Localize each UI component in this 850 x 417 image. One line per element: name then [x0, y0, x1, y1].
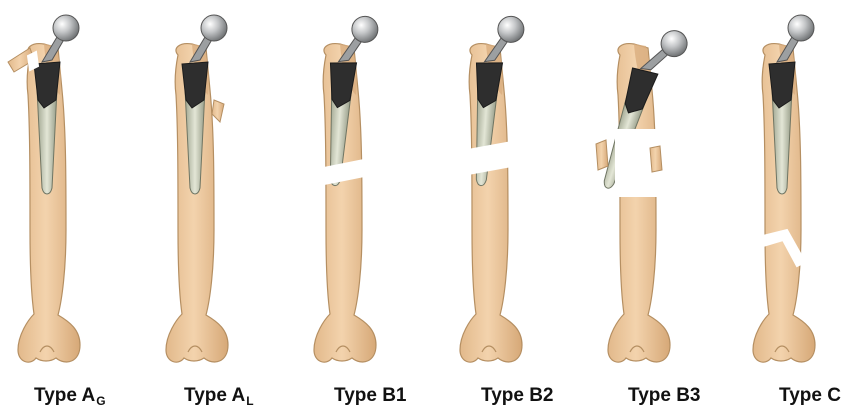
- ag-fracture-line: [26, 50, 40, 72]
- label-type-b3-main: Type B3: [628, 385, 701, 406]
- label-type-b1: Type B1: [334, 385, 407, 407]
- label-type-al: Type AL: [184, 385, 254, 408]
- b2-collar: [475, 62, 504, 109]
- label-type-ag-main: Type A: [34, 385, 96, 406]
- b3-fragment-left: [595, 139, 609, 171]
- label-type-ag-sub: G: [96, 394, 106, 408]
- panel-b3: [595, 30, 688, 363]
- al-femur-shaft: [165, 43, 229, 363]
- al-collar: [181, 61, 209, 109]
- b3-condyle-notch: [629, 345, 645, 353]
- label-type-al-sub: L: [246, 394, 254, 408]
- label-type-b3: Type B3: [628, 385, 701, 407]
- al-fragment: [211, 99, 225, 123]
- label-type-ag: Type AG: [34, 385, 106, 408]
- c-implant: [768, 14, 815, 195]
- c-fracture-line: [762, 228, 807, 268]
- label-type-al-main: Type A: [184, 385, 246, 406]
- ag-femur-shaft: [17, 43, 81, 363]
- c-condyle-notch: [774, 345, 790, 353]
- al-femoral-head: [200, 14, 228, 42]
- label-type-b2: Type B2: [481, 385, 554, 407]
- b1-condyle-notch: [335, 345, 351, 353]
- al-condyle-notch: [187, 345, 203, 353]
- c-femoral-head: [787, 14, 815, 42]
- b1-collar: [329, 62, 358, 109]
- label-type-c-main: Type C: [779, 385, 841, 406]
- b3-fracture-gap: [615, 129, 663, 197]
- panel-c: [752, 14, 816, 363]
- b2-fracture-gap: [467, 140, 513, 176]
- al-implant: [181, 14, 228, 195]
- b1-femoral-head: [351, 15, 379, 43]
- b3-collar: [624, 67, 659, 114]
- c-femur-shaft: [752, 43, 816, 363]
- ag-condyle-notch: [39, 345, 55, 353]
- c-collar: [768, 61, 796, 109]
- label-type-c: Type C: [779, 385, 841, 407]
- b1-fracture-gap: [323, 158, 365, 186]
- ag-collar: [33, 61, 61, 109]
- b3-fragment-right: [649, 145, 663, 173]
- panel-b2: [459, 15, 525, 363]
- panel-al: [165, 14, 229, 363]
- label-type-b1-main: Type B1: [334, 385, 407, 406]
- b3-femoral-head: [660, 30, 688, 58]
- ag-femoral-head: [52, 14, 80, 42]
- b2-femoral-head: [497, 15, 525, 43]
- panel-b1: [313, 15, 379, 363]
- ag-implant: [33, 14, 80, 195]
- label-type-b2-main: Type B2: [481, 385, 554, 406]
- panel-ag: [7, 14, 81, 363]
- b2-femur-shaft: [459, 43, 523, 363]
- b2-condyle-notch: [481, 345, 497, 353]
